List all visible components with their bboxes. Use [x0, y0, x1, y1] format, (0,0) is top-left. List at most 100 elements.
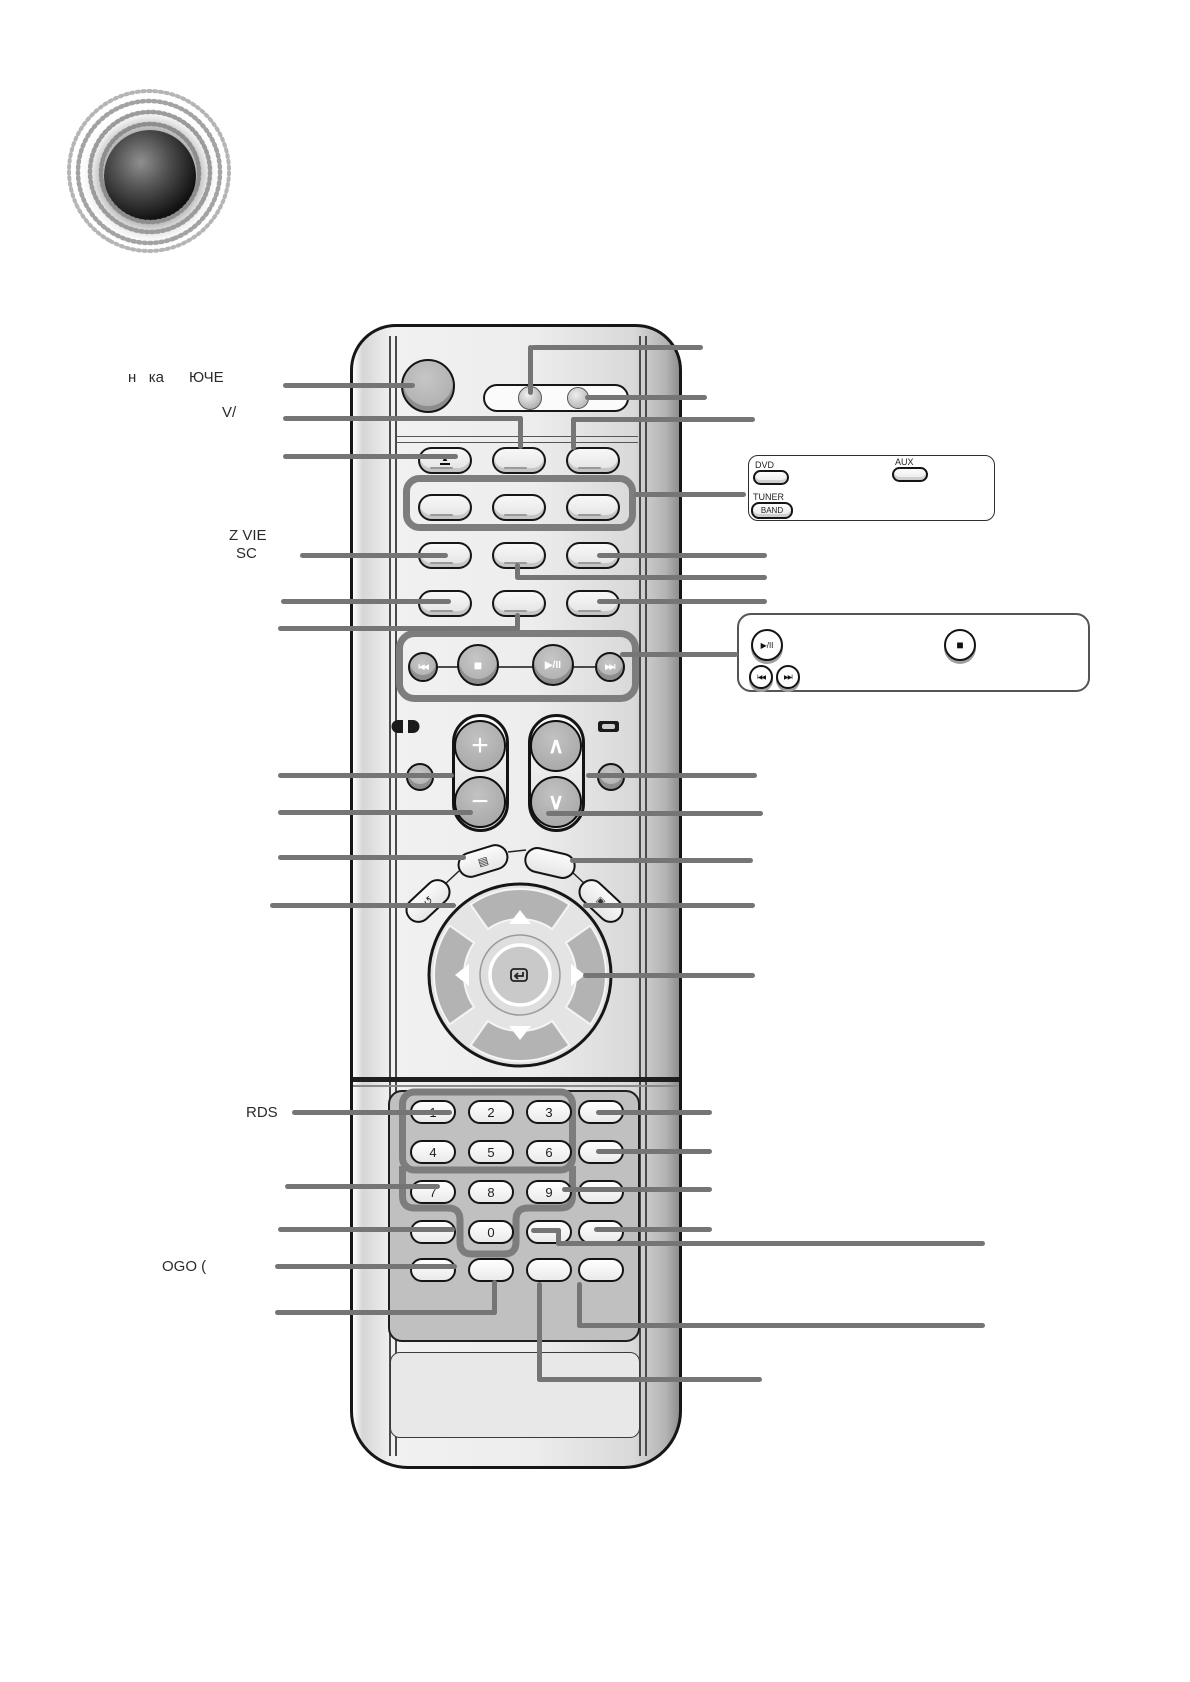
callout-line	[275, 1264, 457, 1269]
play-pause-button[interactable]: ▶/II	[532, 644, 574, 686]
step-button[interactable]	[410, 1220, 456, 1244]
source-reference-box: DVD AUX TUNER BAND	[748, 455, 995, 521]
digit-4-button[interactable]: 4	[410, 1140, 456, 1164]
body-edge-line	[639, 336, 641, 1456]
aux-source-button[interactable]	[566, 494, 620, 521]
dvd-source-button[interactable]	[418, 494, 472, 521]
extra-button-4[interactable]	[578, 1258, 624, 1282]
callout-line	[546, 811, 763, 816]
callout-line	[281, 599, 451, 604]
face-separator	[396, 442, 638, 443]
body-edge-line	[389, 336, 391, 1456]
digit-0-button[interactable]: 0	[468, 1220, 514, 1244]
volume-up-button[interactable]: +	[454, 720, 506, 772]
transport-reference-box: ▶/II ■ I◀◀ ▶▶I	[737, 613, 1090, 692]
play-pause-reference-icon: ▶/II	[751, 629, 783, 661]
play-pause-icon: ▶/II	[544, 659, 562, 671]
stop-icon: ■	[473, 657, 483, 673]
aux-label: AUX	[895, 457, 914, 467]
digit-6-button[interactable]: 6	[526, 1140, 572, 1164]
callout-line	[596, 1110, 712, 1115]
callout-line	[571, 417, 755, 422]
mid-divider-shadow	[353, 1085, 679, 1087]
menu-grid-icon: ▤	[476, 854, 490, 869]
extra-button-3[interactable]	[526, 1258, 572, 1282]
tuning-down-button[interactable]: ∨	[530, 776, 582, 828]
callout-line	[275, 1310, 497, 1315]
dvd-label: DVD	[755, 460, 775, 470]
eject-button[interactable]: ▲	[418, 447, 472, 474]
face-separator	[396, 436, 638, 437]
callout-label-sc: SC	[236, 545, 257, 562]
body-edge-line	[395, 336, 397, 1456]
callout-line	[492, 1280, 497, 1315]
power-button[interactable]	[401, 359, 455, 413]
callout-line	[570, 858, 753, 863]
random-button[interactable]	[578, 1180, 624, 1204]
digit-9-button[interactable]: 9	[526, 1180, 572, 1204]
callout-line	[583, 973, 755, 978]
callout-line	[283, 454, 458, 459]
volume-down-button[interactable]: −	[454, 776, 506, 828]
callout-line	[537, 1377, 762, 1382]
callout-line	[528, 345, 533, 395]
previous-icon: I◀◀	[418, 664, 429, 671]
callout-line	[620, 652, 738, 657]
callout-line	[518, 416, 523, 449]
mode-button-3[interactable]	[566, 542, 620, 569]
minus-icon: −	[471, 785, 489, 818]
callout-line	[583, 903, 755, 908]
stop-button[interactable]: ■	[457, 644, 499, 686]
tuner-label: TUNER	[753, 492, 784, 502]
chevron-up-icon: ∧	[547, 733, 565, 758]
body-edge-line	[645, 336, 647, 1456]
callout-line	[571, 417, 576, 450]
extra-button-2[interactable]	[468, 1258, 514, 1282]
callout-line	[537, 1282, 542, 1382]
callout-label-power: н ка ЮЧЕ	[128, 369, 224, 386]
previous-button[interactable]: I◀◀	[408, 652, 438, 682]
next-reference-icon: ▶▶I	[776, 665, 800, 689]
function-button-1[interactable]	[492, 447, 546, 474]
callout-line	[594, 1227, 712, 1232]
digit-2-button[interactable]: 2	[468, 1100, 514, 1124]
eject-icon-bar	[440, 463, 450, 465]
callout-line	[278, 773, 454, 778]
chevron-down-icon: ∨	[547, 789, 565, 814]
callout-label-ogo: OGO (	[162, 1258, 207, 1275]
callout-line	[278, 1227, 455, 1232]
next-icon: ▶▶I	[605, 664, 616, 671]
callout-line	[597, 599, 767, 604]
tuning-up-button[interactable]: ∧	[530, 720, 582, 772]
callout-line	[278, 626, 520, 631]
digit-8-button[interactable]: 8	[468, 1180, 514, 1204]
function-button-2[interactable]	[566, 447, 620, 474]
callout-line	[278, 810, 473, 815]
lens-logo	[66, 86, 234, 258]
digit-3-button[interactable]: 3	[526, 1100, 572, 1124]
callout-line	[596, 1149, 712, 1154]
callout-line	[597, 553, 767, 558]
callout-line	[278, 855, 466, 860]
mid-divider	[353, 1077, 679, 1082]
keypad-panel	[388, 1090, 640, 1342]
callout-label-rds: RDS	[246, 1104, 278, 1121]
tuner-source-button[interactable]	[492, 494, 546, 521]
callout-label-zvie: Z VIE	[229, 527, 267, 544]
callout-line	[577, 1282, 582, 1328]
callout-line	[577, 1323, 985, 1328]
callout-label-v: V/	[222, 404, 237, 421]
callout-line	[562, 1187, 712, 1192]
callout-line	[515, 613, 520, 631]
callout-line	[556, 1241, 985, 1246]
stop-reference-icon: ■	[944, 629, 976, 661]
callout-line	[585, 395, 707, 400]
callout-line	[531, 345, 703, 350]
digit-5-button[interactable]: 5	[468, 1140, 514, 1164]
extra-button-1[interactable]	[410, 1258, 456, 1282]
plus-icon: +	[471, 729, 489, 762]
bottom-plate	[390, 1352, 640, 1438]
callout-line	[300, 553, 448, 558]
callout-line	[292, 1110, 452, 1115]
